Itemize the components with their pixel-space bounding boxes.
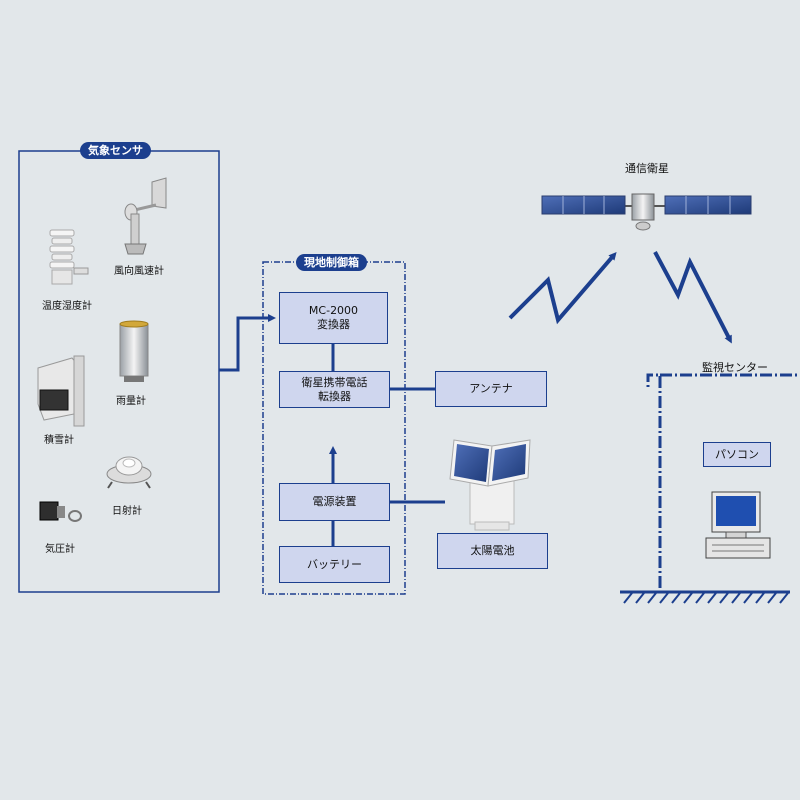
- snow-gauge-icon: [37, 355, 85, 427]
- pyranometer-label: 日射計: [112, 506, 142, 517]
- power-supply-box: 電源装置: [279, 483, 390, 521]
- control-box-title: 現地制御箱: [296, 254, 367, 271]
- sensor-to-control-arrow: [219, 314, 276, 372]
- pyranometer-icon: [106, 456, 152, 489]
- converter-box: MC-2000 変換器: [279, 292, 388, 344]
- downlink-zigzag-arrow: [653, 251, 732, 344]
- pc-box: パソコン: [703, 442, 771, 467]
- solar-cell-box: 太陽電池: [437, 533, 548, 569]
- barometer-label: 気圧計: [45, 544, 75, 555]
- pc-label: パソコン: [715, 447, 759, 461]
- battery-label: バッテリー: [307, 557, 362, 571]
- battery-box: バッテリー: [279, 546, 390, 583]
- wind-vane-icon: [124, 177, 167, 255]
- sensor-section-title: 気象センサ: [80, 142, 151, 159]
- temp-humidity-sensor-label: 温度湿度計: [42, 301, 92, 312]
- barometer-icon: [39, 501, 82, 522]
- power-supply-label: 電源装置: [312, 495, 357, 508]
- snow-gauge-label: 積雪計: [44, 435, 74, 446]
- solar-cell-label: 太陽電池: [470, 544, 515, 557]
- converter-label: MC-2000 変換器: [308, 304, 359, 331]
- uplink-zigzag-arrow: [508, 251, 617, 325]
- antenna-label: アンテナ: [469, 382, 513, 395]
- monitoring-center-label: 監視センター: [702, 361, 768, 374]
- thermo-hygrometer-icon: [49, 229, 89, 285]
- computer-icon: [705, 491, 771, 559]
- sat-phone-label: 衛星携帯電話 転換器: [301, 375, 368, 403]
- ground-hatching: [620, 590, 790, 604]
- antenna-box: アンテナ: [435, 371, 547, 407]
- wind-sensor-label: 風向風速計: [114, 266, 164, 277]
- rain-gauge-label: 雨量計: [116, 396, 146, 407]
- solar-panel-icon: [449, 439, 531, 531]
- satellite-label: 通信衛星: [625, 162, 669, 175]
- rain-gauge-icon: [119, 320, 149, 382]
- satellite-icon: [541, 193, 752, 231]
- center-building-outline: [646, 373, 800, 588]
- sat-phone-box: 衛星携帯電話 転換器: [279, 371, 390, 408]
